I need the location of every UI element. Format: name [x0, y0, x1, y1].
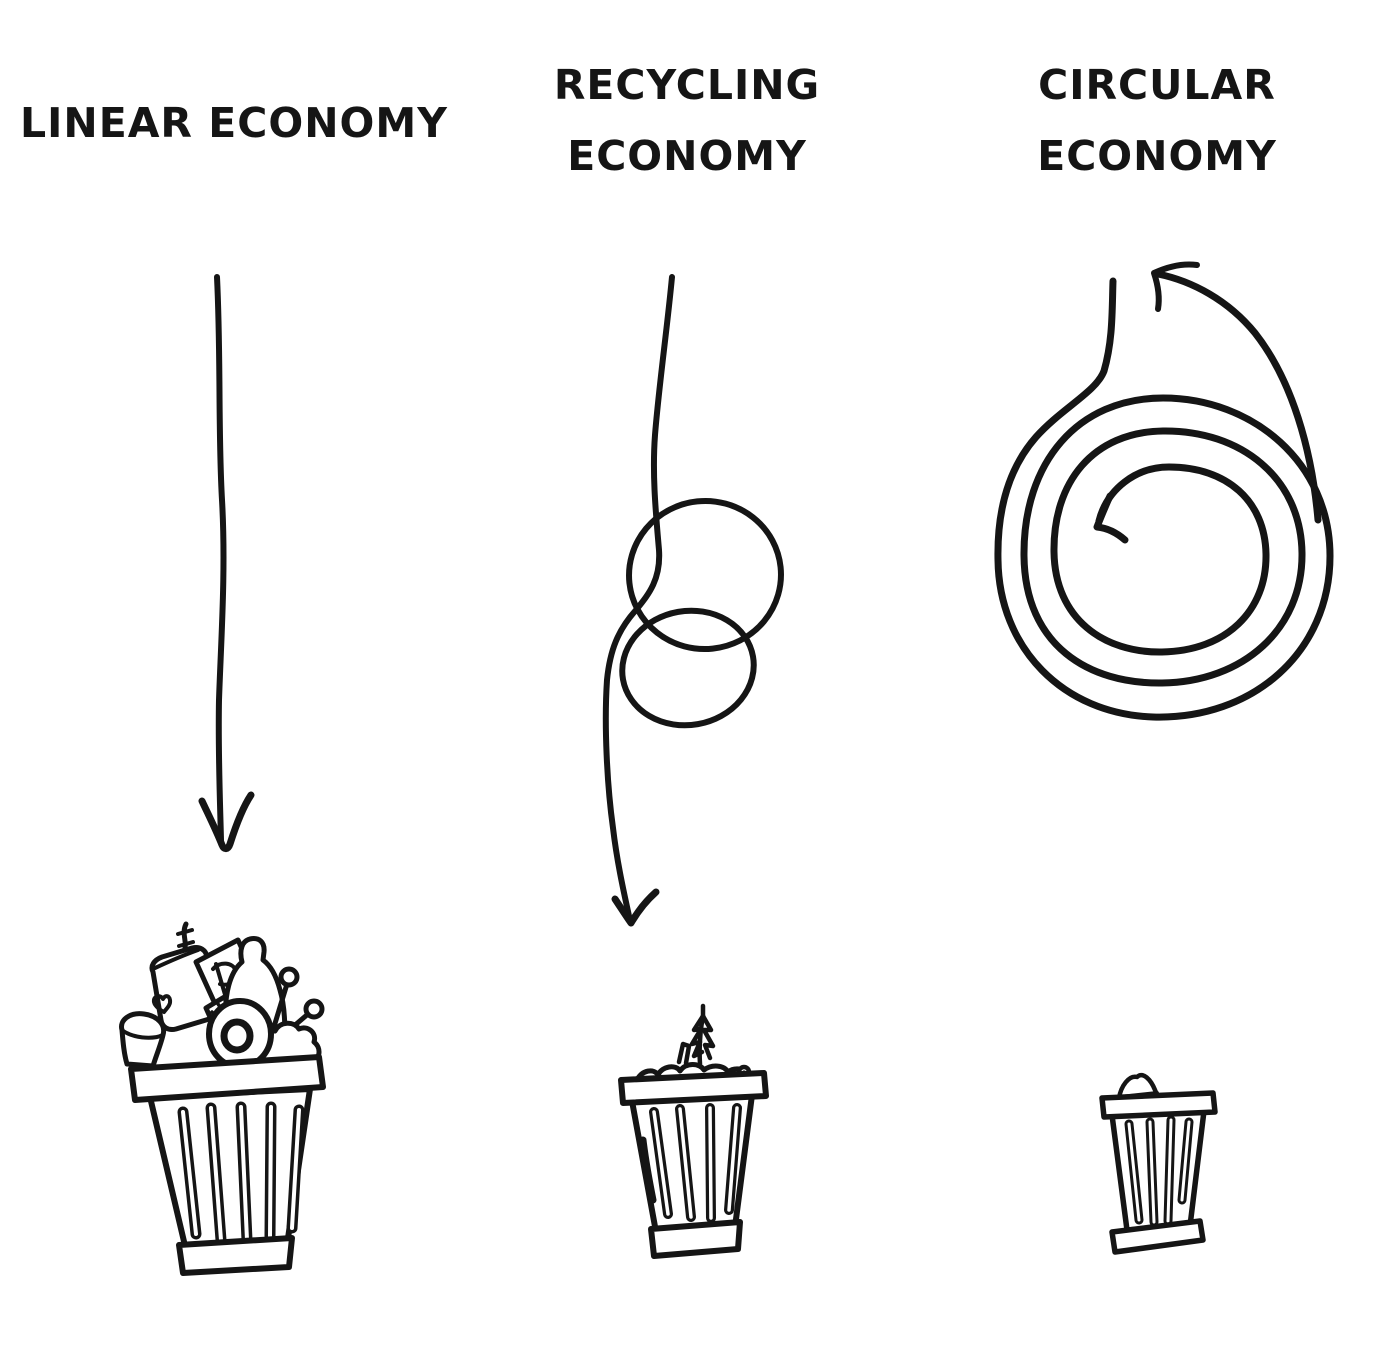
bin-shading	[639, 1136, 657, 1204]
bin-base	[176, 1235, 295, 1276]
title-line: RECYCLING	[553, 61, 821, 109]
bin-slats	[177, 1101, 305, 1246]
trash-bin-medium-partly-full-icon	[618, 1003, 769, 1259]
linear-economy-art	[119, 274, 326, 1276]
spiral-cycle-arrow-icon	[994, 261, 1334, 721]
bin-rim	[1099, 1090, 1218, 1120]
bin-slats	[649, 1103, 742, 1223]
trash-bin-small-nearly-empty-icon	[1099, 1072, 1218, 1255]
bin-body	[147, 1086, 313, 1253]
bin-base	[1109, 1218, 1206, 1255]
bin-rim	[618, 1070, 769, 1106]
recycling-economy-art	[602, 274, 784, 1259]
panel-title-circular-economy: CIRCULAR ECONOMY	[950, 50, 1364, 192]
title-line: ECONOMY	[1037, 132, 1277, 180]
bin-rim	[128, 1054, 326, 1103]
bin-base	[648, 1219, 743, 1259]
tangled-loop-down-arrow-icon	[602, 274, 784, 927]
bin-slats	[1124, 1115, 1194, 1227]
circular-economy-art	[994, 261, 1334, 1255]
trash-bin-large-overflowing-icon	[119, 921, 326, 1276]
panel-title-linear-economy: LINEAR ECONOMY	[20, 96, 448, 150]
title-line: LINEAR ECONOMY	[20, 99, 448, 147]
title-line: CIRCULAR	[1038, 61, 1276, 109]
garbage-pile	[119, 921, 325, 1076]
straight-down-arrow-icon	[198, 274, 255, 853]
garbage-pile	[634, 1003, 752, 1083]
panel-title-recycling-economy: RECYCLING ECONOMY	[480, 50, 894, 192]
title-line: ECONOMY	[567, 132, 807, 180]
